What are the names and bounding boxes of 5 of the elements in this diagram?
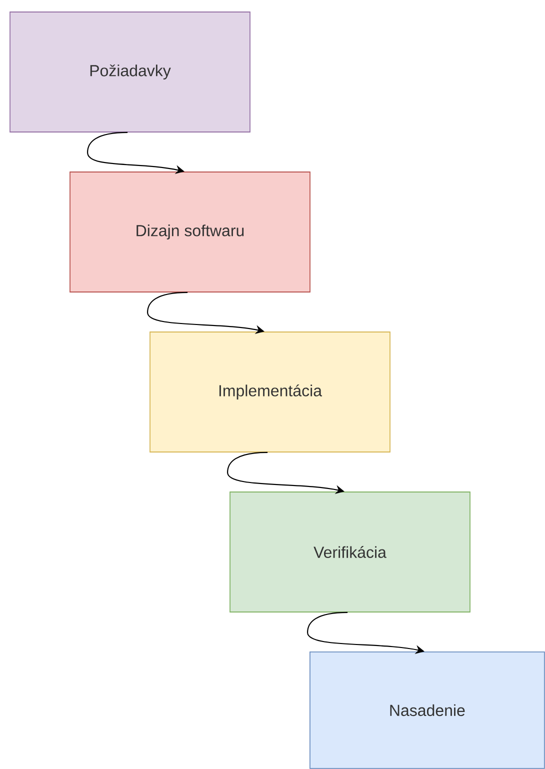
process-box: Nasadenie xyxy=(310,652,545,769)
process-box: Verifikácia xyxy=(230,492,470,612)
process-box: Požiadavky xyxy=(10,12,250,132)
process-box: Implementácia xyxy=(150,332,390,452)
process-box: Dizajn softwaru xyxy=(70,172,310,292)
